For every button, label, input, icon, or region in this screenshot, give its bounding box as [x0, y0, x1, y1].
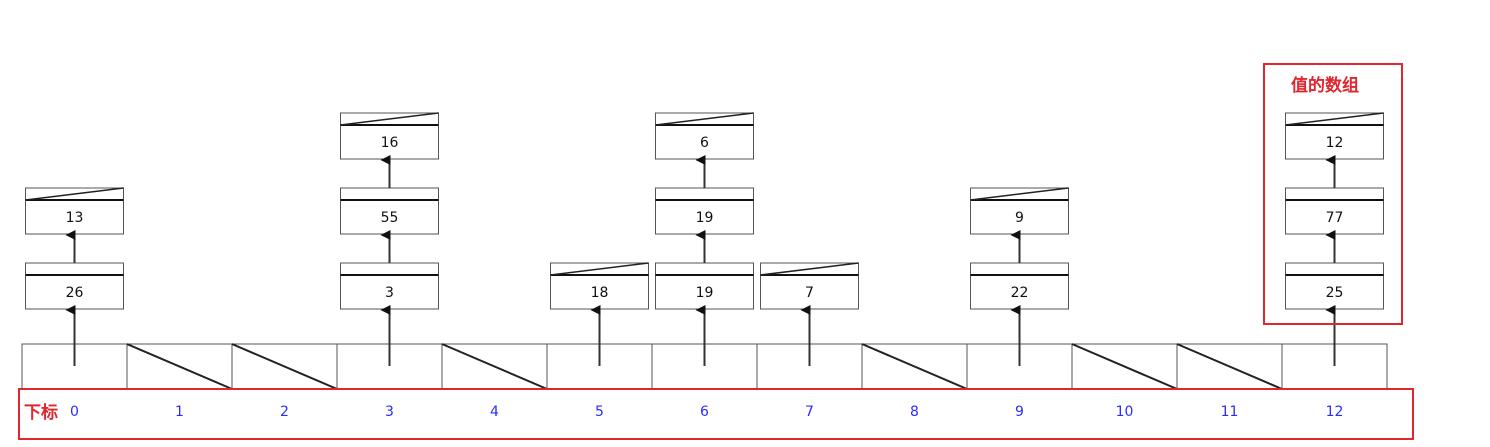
node-value: 19: [696, 285, 714, 301]
node-next-field: [340, 187, 439, 201]
bucket-array: [21, 343, 1388, 390]
chain-node: 25: [1285, 262, 1384, 310]
null-slash: [1176, 343, 1283, 390]
bucket-cell: [1176, 343, 1283, 390]
chain-node: 55: [340, 187, 439, 235]
node-value: 22: [1011, 285, 1029, 301]
node-value: 16: [381, 135, 399, 151]
node-value: 12: [1326, 135, 1344, 151]
chain-node: 6: [655, 112, 754, 160]
chain-node: 18: [550, 262, 649, 310]
chain-node: 26: [25, 262, 124, 310]
index-number: 11: [1221, 404, 1239, 420]
index-number: 3: [385, 404, 394, 420]
node-value-field: [25, 274, 124, 310]
null-slash: [126, 343, 233, 390]
node-value: 7: [805, 285, 814, 301]
node-value-field: [655, 124, 754, 160]
index-number: 12: [1326, 404, 1344, 420]
index-number: 8: [910, 404, 919, 420]
null-slash: [441, 343, 548, 390]
bucket-cell: [126, 343, 233, 390]
node-value: 77: [1326, 210, 1344, 226]
node-value-field: [970, 199, 1069, 235]
index-number: 1: [175, 404, 184, 420]
index-number: 7: [805, 404, 814, 420]
node-value: 13: [66, 210, 84, 226]
node-value-field: [655, 274, 754, 310]
node-next-field: [25, 262, 124, 276]
index-number: 5: [595, 404, 604, 420]
index-number: 10: [1116, 404, 1134, 420]
node-value: 3: [385, 285, 394, 301]
null-pointer-slash: [340, 112, 439, 126]
null-slash: [231, 343, 338, 390]
index-number: 0: [70, 404, 79, 420]
null-pointer-slash: [970, 187, 1069, 201]
bucket-cell: [441, 343, 548, 390]
index-label: 下标: [24, 402, 58, 423]
null-pointer-slash: [25, 187, 124, 201]
index-number: 2: [280, 404, 289, 420]
null-slash: [861, 343, 968, 390]
bucket-cell: [231, 343, 338, 390]
chain-node: 19: [655, 187, 754, 235]
index-number: 9: [1015, 404, 1024, 420]
node-next-field: [1285, 262, 1384, 276]
node-next-field: [655, 262, 754, 276]
value-chains: 26 13 3 55 16 18 19 19 6 7 22 9 25 77 12: [25, 112, 1384, 366]
value-array-label: 值的数组: [1291, 75, 1359, 96]
node-value-field: [25, 199, 124, 235]
bucket-cell: [1071, 343, 1178, 390]
null-pointer-slash: [655, 112, 754, 126]
chain-node: 9: [970, 187, 1069, 235]
chain-node: 3: [340, 262, 439, 310]
null-pointer-slash: [1285, 112, 1384, 126]
node-value-field: [1285, 199, 1384, 235]
chain-node: 16: [340, 112, 439, 160]
index-number: 6: [700, 404, 709, 420]
node-value: 18: [591, 285, 609, 301]
node-next-field: [970, 262, 1069, 276]
chain-node: 77: [1285, 187, 1384, 235]
chain-node: 13: [25, 187, 124, 235]
node-value: 55: [381, 210, 399, 226]
node-value: 26: [66, 285, 84, 301]
node-next-field: [655, 187, 754, 201]
null-pointer-slash: [550, 262, 649, 276]
index-highlight-box: [18, 388, 1414, 440]
node-next-field: [340, 262, 439, 276]
node-value-field: [340, 124, 439, 160]
node-value-field: [1285, 274, 1384, 310]
node-value: 19: [696, 210, 714, 226]
value-array-highlight-box: [1263, 63, 1403, 325]
null-pointer-slash: [760, 262, 859, 276]
chain-node: 19: [655, 262, 754, 310]
null-slash: [1071, 343, 1178, 390]
node-value-field: [340, 274, 439, 310]
chain-node: 22: [970, 262, 1069, 310]
node-value: 25: [1326, 285, 1344, 301]
chain-node: 12: [1285, 112, 1384, 160]
chain-node: 7: [760, 262, 859, 310]
node-value: 9: [1015, 210, 1024, 226]
node-value: 6: [700, 135, 709, 151]
node-next-field: [1285, 187, 1384, 201]
node-value-field: [340, 199, 439, 235]
index-number: 4: [490, 404, 499, 420]
bucket-cell: [861, 343, 968, 390]
